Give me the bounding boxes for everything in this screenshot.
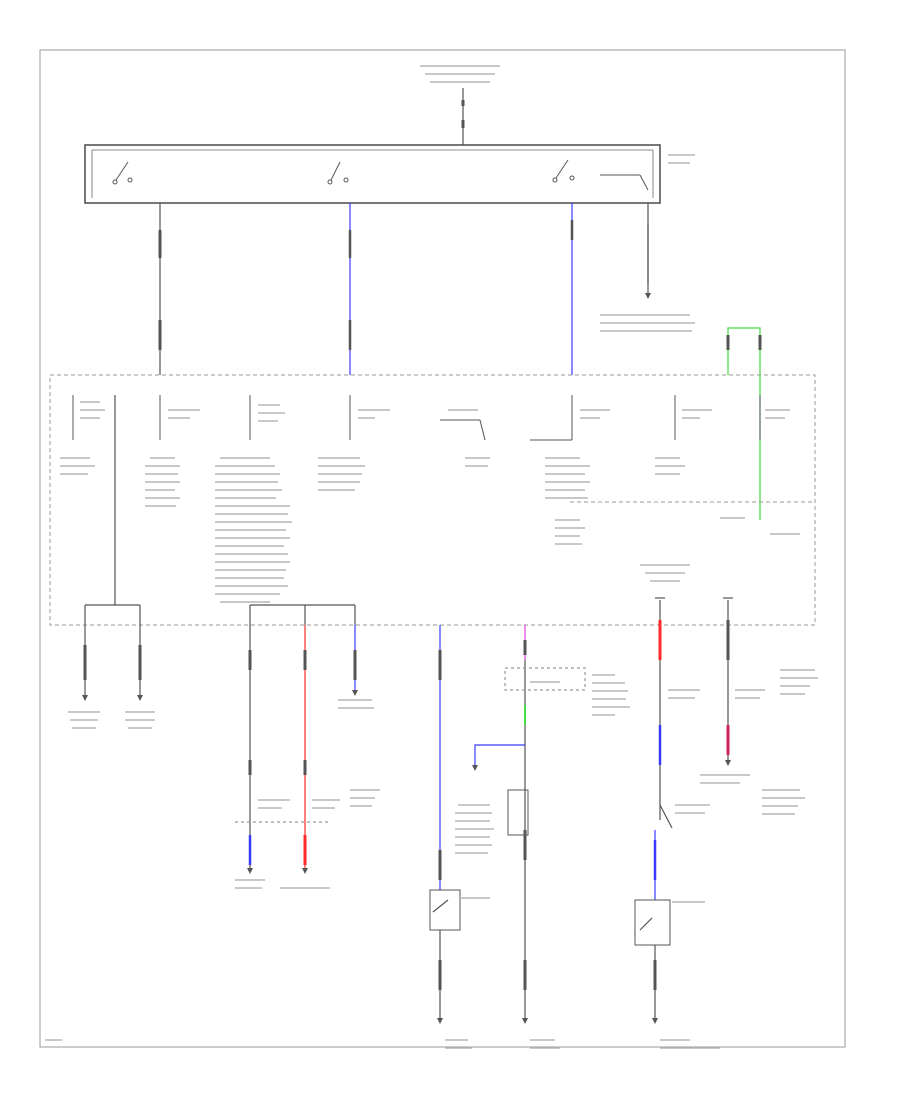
lower-text-marks — [45, 564, 818, 1049]
diagram-frame — [39, 49, 846, 1048]
ignition-switch — [84, 144, 661, 204]
middle-wires — [429, 625, 586, 1024]
junction-box — [49, 374, 816, 626]
green-jumper — [726, 327, 762, 520]
right-wires — [634, 597, 733, 1024]
bus-bars — [84, 395, 356, 625]
fuse-row — [72, 395, 761, 441]
main-feeds — [158, 203, 651, 375]
junction-text-marks — [60, 65, 800, 603]
lower-left-wires — [82, 625, 358, 874]
